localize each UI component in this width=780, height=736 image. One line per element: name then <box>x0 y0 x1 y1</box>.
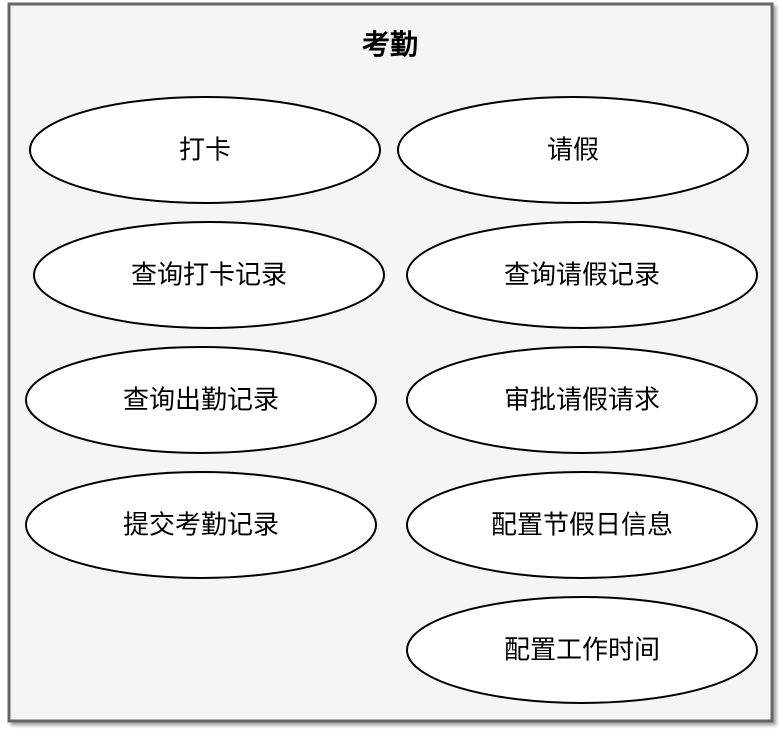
use-case-query-clock-records: 查询打卡记录 <box>33 221 385 329</box>
use-case-ellipse <box>406 596 758 704</box>
system-title: 考勤 <box>362 28 418 61</box>
use-case-query-leave-records: 查询请假记录 <box>406 221 758 329</box>
use-case-label: 查询打卡记录 <box>131 261 287 291</box>
use-case-ellipse <box>25 471 377 579</box>
use-case-ellipse <box>33 221 385 329</box>
use-case-ellipse <box>406 346 758 454</box>
use-case-ellipse <box>397 96 749 204</box>
use-case-configure-work-time: 配置工作时间 <box>406 596 758 704</box>
use-case-label: 查询请假记录 <box>504 261 660 291</box>
use-case-label: 查询出勤记录 <box>123 386 279 416</box>
use-case-ellipse <box>406 221 758 329</box>
use-case-ellipse <box>29 96 381 204</box>
use-case-label: 配置节假日信息 <box>491 511 673 541</box>
use-case-ellipse <box>406 471 758 579</box>
use-case-label: 审批请假请求 <box>504 386 660 416</box>
use-case-label: 打卡 <box>179 136 231 166</box>
use-case-leave: 请假 <box>397 96 749 204</box>
use-case-label: 请假 <box>547 136 599 166</box>
use-case-approve-leave-requests: 审批请假请求 <box>406 346 758 454</box>
use-case-ellipse <box>25 346 377 454</box>
use-case-label: 配置工作时间 <box>504 636 660 666</box>
use-case-submit-attendance-records: 提交考勤记录 <box>25 471 377 579</box>
use-case-query-attendance-records: 查询出勤记录 <box>25 346 377 454</box>
use-case-clock-in: 打卡 <box>29 96 381 204</box>
use-case-configure-holidays: 配置节假日信息 <box>406 471 758 579</box>
use-case-label: 提交考勤记录 <box>123 511 279 541</box>
